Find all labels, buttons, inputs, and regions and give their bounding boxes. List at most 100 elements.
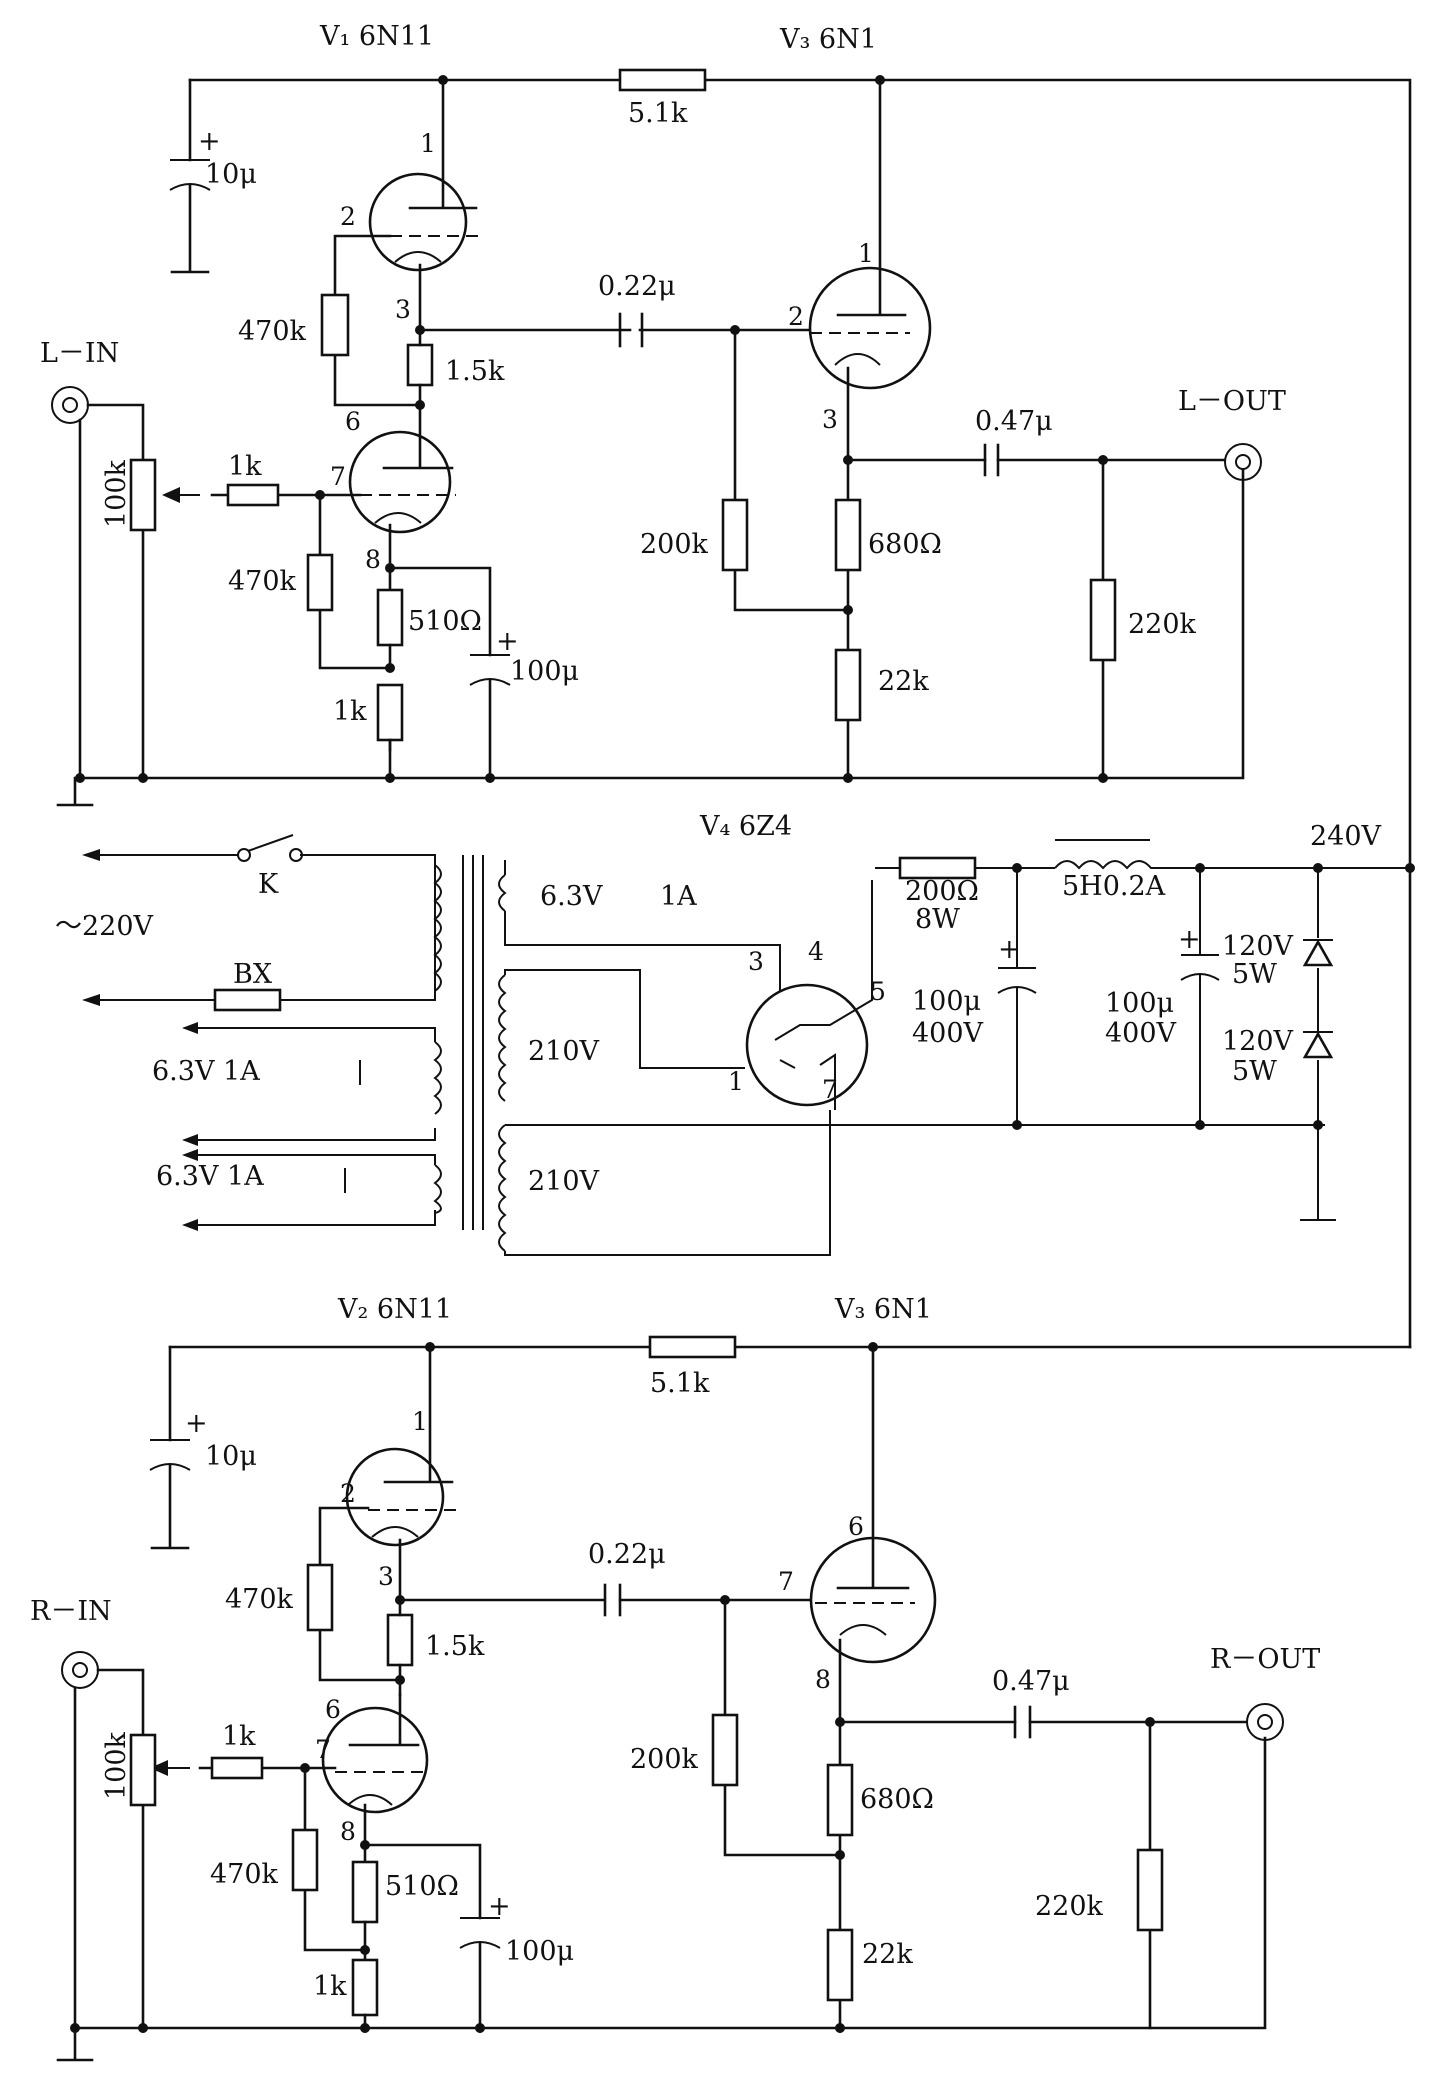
pin-label: 7 [315,1735,331,1764]
c2-voltage-label: 400V [1105,1018,1177,1049]
c-10u-right-label: 10μ [205,1441,257,1472]
c-047-right-label: 0.47μ [992,1666,1070,1697]
pin-label: 8 [365,545,381,574]
v3-upper-triode [808,266,932,390]
r-1k5-right-label: 1.5k [425,1631,485,1662]
r-1k5-left-label: 1.5k [445,356,505,387]
r-5k1-right-label: 5.1k [650,1368,710,1399]
r-22k-left-label: 22k [878,666,929,697]
v4-rectifier [745,983,869,1107]
pot-right-label: 100k [101,1731,132,1800]
volume-pot-right[interactable] [129,1733,157,1807]
resistor-200-ohm [898,856,977,880]
pin-label: 6 [848,1512,864,1541]
pin-label: 1 [420,129,436,158]
fuse-label: BX [233,959,273,990]
mains-label: ～220V [55,911,154,942]
v1-label: V₁ 6N11 [319,21,434,52]
c-022-left-label: 0.22μ [598,271,676,302]
pin-label: 8 [815,1665,831,1694]
resistor-5k1-left [618,68,707,92]
power-switch-k[interactable] [247,834,294,852]
plus-c2: + [1178,924,1201,955]
r-22k-right-label: 22k [862,1939,913,1970]
zener1-w-label: 5W [1232,959,1277,990]
r-470k-lower-right-label: 470k [210,1859,279,1890]
r-out-label: R－OUT [1210,1644,1320,1675]
pin-label: 1 [858,239,874,268]
v1-lower-triode [348,430,452,534]
plus-c10-left: + [198,126,221,157]
v1-upper-triode [368,172,468,272]
plus-c1: + [998,934,1021,965]
r-680-right-label: 680Ω [860,1784,934,1815]
r-1k-grid-right-label: 1k [222,1721,256,1752]
sec-heater-a-label: 1A [660,881,697,912]
pin-label: 3 [748,947,764,976]
zener2-w-label: 5W [1232,1056,1277,1087]
r-200k-left-label: 200k [640,529,709,560]
b-plus-label: 240V [1310,821,1382,852]
plus-c100-left: + [496,626,519,657]
zener-diode-1 [1302,939,1334,967]
pin-label: 7 [330,462,346,491]
r-510-left-label: 510Ω [408,606,482,637]
pin-label: 2 [340,202,356,231]
c1-voltage-label: 400V [912,1018,984,1049]
r-220k-left-label: 220k [1128,609,1197,640]
pin-label: 8 [340,1817,356,1846]
pin-label: 7 [822,1075,838,1104]
c-022-right-label: 0.22μ [588,1539,666,1570]
pin-label: 3 [395,295,411,324]
c-10u-left-label: 10μ [205,159,257,190]
sec-hv2-label: 210V [528,1166,600,1197]
sec-heater-v-label: 6.3V [540,881,603,912]
zener2-v-label: 120V [1222,1026,1294,1057]
r-1k-cathode-left-label: 1k [333,696,367,727]
heater2-label: 6.3V 1A [156,1161,264,1192]
pin-label: 4 [808,937,824,966]
r-470k-lower-left-label: 470k [228,566,297,597]
v3-top-label: V₃ 6N1 [779,24,877,55]
pin-label: 1 [728,1067,744,1096]
v4-label: V₄ 6Z4 [699,811,792,842]
r-200-label: 200Ω [905,876,979,907]
pin-label: 1 [412,1407,428,1436]
plus-c10-right: + [185,1408,208,1439]
r-510-right-label: 510Ω [385,1871,459,1902]
labels: V₁ 6N11 V₃ 6N1 5.1k 10μ + 470k 1.5k 0.22… [30,21,1382,2002]
v2-label: V₂ 6N11 [337,1294,452,1325]
plus-c100-right: + [488,1891,511,1922]
pin-label: 3 [378,1562,394,1591]
heater1-label: 6.3V 1A [152,1056,260,1087]
r-5k1-left-label: 5.1k [628,98,688,129]
l-out-jack [1224,443,1262,481]
r-470k-upper-right-label: 470k [225,1584,294,1615]
pin-label: 6 [325,1695,341,1724]
r-470k-upper-left-label: 470k [238,316,307,347]
pin-label: 6 [345,407,361,436]
zener1-v-label: 120V [1222,931,1294,962]
r-200k-right-label: 200k [630,1744,699,1775]
r-680-left-label: 680Ω [868,529,942,560]
right-channel [56,1335,1412,2062]
pot-left-label: 100k [101,459,132,528]
r-out-jack [1246,1703,1284,1741]
pin-label: 2 [340,1479,356,1508]
v2-upper-triode [345,1447,445,1547]
c1-value-label: 100μ [912,986,981,1017]
r-in-label: R－IN [30,1596,112,1627]
pin-label: 5 [870,977,886,1006]
left-channel [51,68,1412,1349]
volume-pot-left[interactable] [129,458,157,532]
switch-k-label: K [258,869,279,900]
r-200-w-label: 8W [915,904,960,935]
v3-bottom-label: V₃ 6N1 [834,1294,932,1325]
sec-hv1-label: 210V [528,1036,600,1067]
pin-label: 7 [778,1567,794,1596]
c-100u-right-label: 100μ [505,1936,574,1967]
zener-diode-2 [1302,1031,1334,1059]
r-1k-grid-left-label: 1k [228,451,262,482]
power-supply [82,834,1415,1256]
